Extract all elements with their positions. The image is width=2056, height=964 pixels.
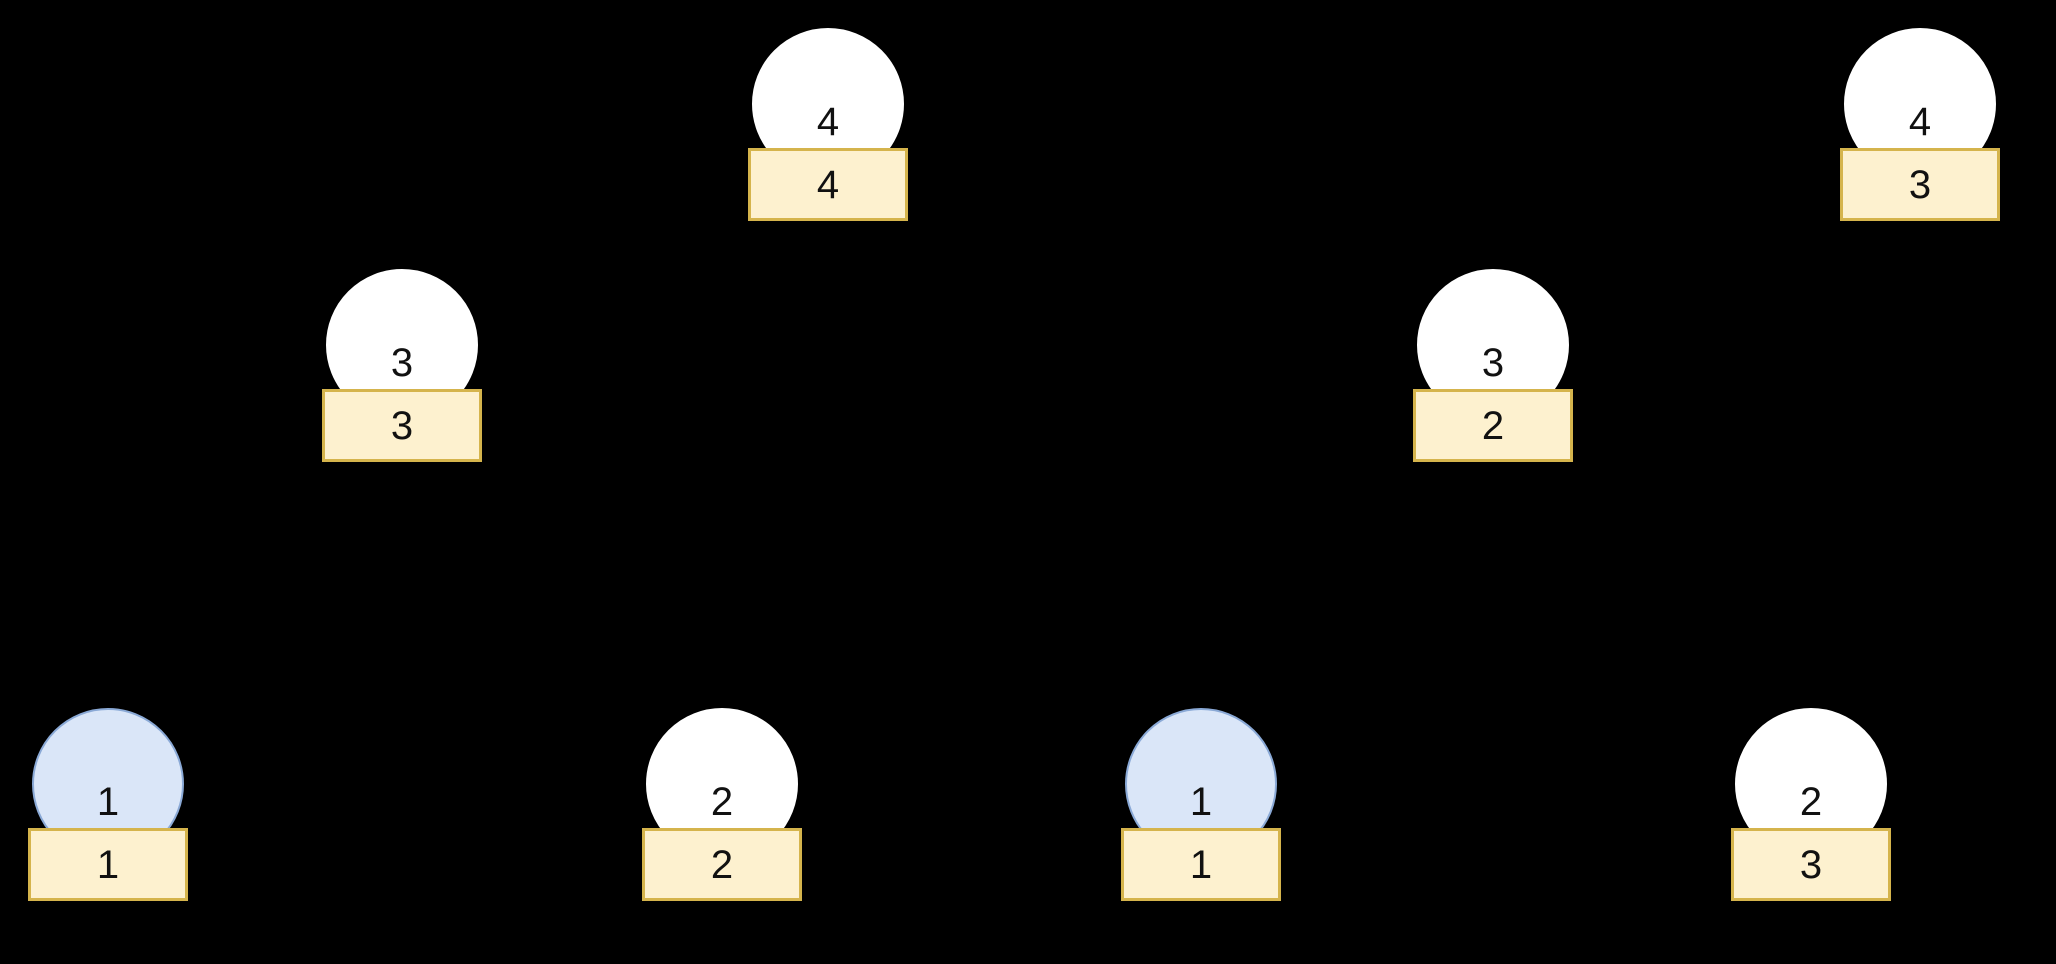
node-circle-label: 4 [816,100,840,144]
node-rect-label: 3 [390,403,414,448]
node-circle-label: 4 [1908,100,1932,144]
node-rect[interactable]: 3 [322,389,482,462]
node-circle-label: 2 [1799,780,1823,824]
node-circle-label: 3 [1481,341,1505,385]
node-circle-label: 3 [390,341,414,385]
node-rect[interactable]: 1 [1121,828,1281,901]
node-rect[interactable]: 4 [748,148,908,221]
node-rect[interactable]: 3 [1731,828,1891,901]
node-circle-label: 2 [710,780,734,824]
node-rect[interactable]: 2 [642,828,802,901]
node-rect-label: 4 [816,162,840,207]
node-rect-label: 3 [1908,162,1932,207]
node-rect[interactable]: 2 [1413,389,1573,462]
node-rect-label: 1 [96,842,120,887]
node-rect[interactable]: 1 [28,828,188,901]
node-rect[interactable]: 3 [1840,148,2000,221]
node-rect-label: 2 [1481,403,1505,448]
node-circle-label: 1 [1189,780,1213,824]
node-rect-label: 3 [1799,842,1823,887]
node-circle-label: 1 [96,780,120,824]
node-rect-label: 2 [710,842,734,887]
node-rect-label: 1 [1189,842,1213,887]
